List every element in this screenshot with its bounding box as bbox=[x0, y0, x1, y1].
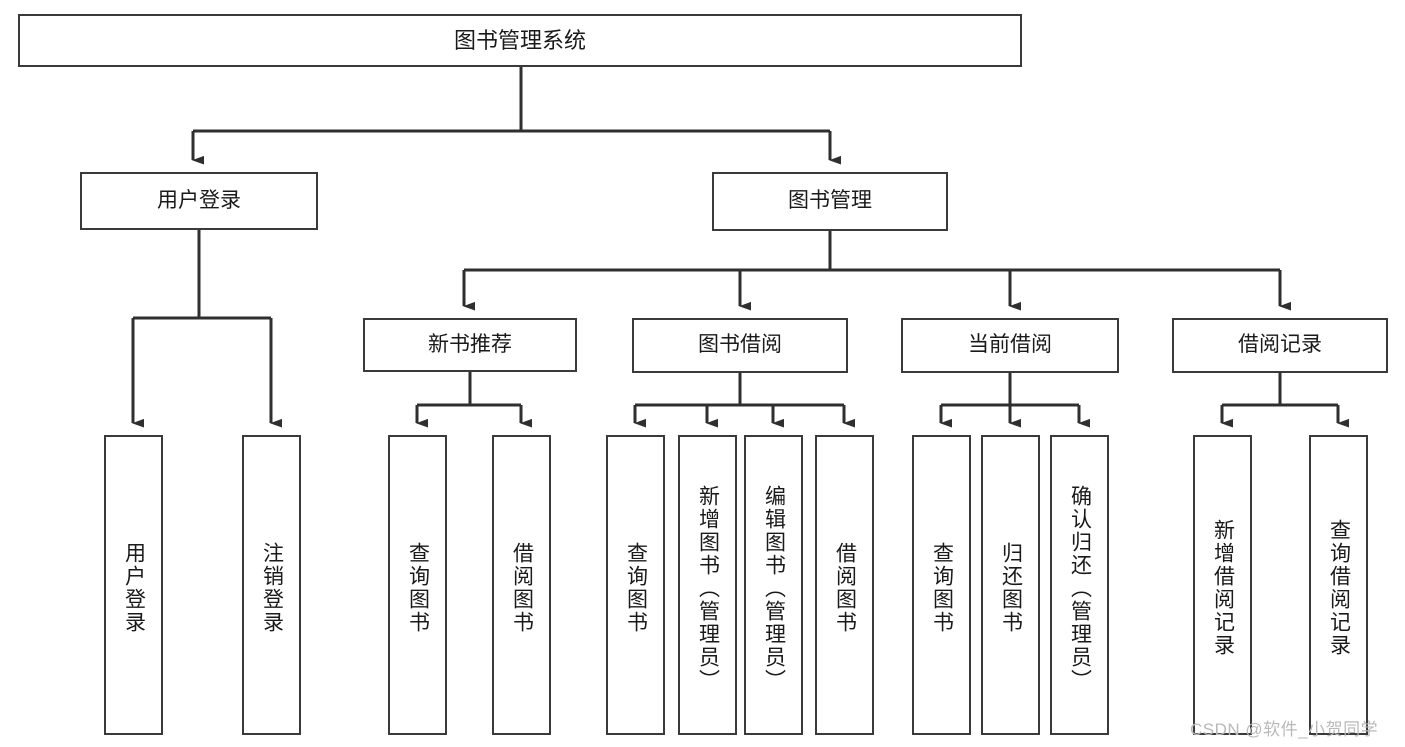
node-root-label: 图书管理系统 bbox=[453, 27, 586, 53]
node-book-borrow-label: 图书借阅 bbox=[698, 333, 782, 357]
node-leaf-borrow-book-1-label: 借阅图书 bbox=[510, 542, 534, 634]
node-borrow-record[interactable]: 借阅记录 bbox=[1172, 318, 1388, 373]
node-root[interactable]: 图书管理系统 bbox=[18, 14, 1022, 67]
node-leaf-borrow-book-2-label: 借阅图书 bbox=[833, 542, 857, 634]
node-leaf-add-record[interactable]: 新增借阅记录 bbox=[1193, 435, 1252, 735]
node-leaf-query-record[interactable]: 查询借阅记录 bbox=[1309, 435, 1368, 735]
node-leaf-confirm-return[interactable]: 确认归还（管理员） bbox=[1050, 435, 1109, 735]
node-leaf-query-record-label: 查询借阅记录 bbox=[1327, 519, 1351, 657]
node-leaf-return-book[interactable]: 归还图书 bbox=[981, 435, 1040, 735]
node-new-book-recommend-label: 新书推荐 bbox=[428, 332, 512, 356]
node-user-login[interactable]: 用户登录 bbox=[80, 172, 318, 230]
node-leaf-query-book-2[interactable]: 查询图书 bbox=[606, 435, 665, 735]
node-leaf-query-book-3-label: 查询图书 bbox=[930, 542, 954, 634]
node-book-manage[interactable]: 图书管理 bbox=[712, 172, 948, 231]
node-leaf-add-book[interactable]: 新增图书（管理员） bbox=[678, 435, 737, 735]
node-book-borrow[interactable]: 图书借阅 bbox=[632, 318, 848, 373]
node-leaf-query-book-2-label: 查询图书 bbox=[624, 542, 648, 634]
node-leaf-query-book-1[interactable]: 查询图书 bbox=[388, 435, 447, 735]
node-leaf-user-login-label: 用户登录 bbox=[122, 542, 146, 634]
node-leaf-query-book-3[interactable]: 查询图书 bbox=[912, 435, 971, 735]
node-user-login-label: 用户登录 bbox=[157, 188, 241, 212]
node-leaf-user-logout[interactable]: 注销登录 bbox=[242, 435, 301, 735]
node-leaf-confirm-return-label: 确认归还（管理员） bbox=[1068, 484, 1092, 692]
node-leaf-borrow-book-2[interactable]: 借阅图书 bbox=[815, 435, 874, 735]
csdn-watermark: CSDN @软件_小贺同学 bbox=[1190, 720, 1379, 739]
node-book-manage-label: 图书管理 bbox=[788, 189, 872, 213]
node-leaf-edit-book-label: 编辑图书（管理员） bbox=[762, 484, 786, 692]
node-current-borrow[interactable]: 当前借阅 bbox=[901, 318, 1119, 373]
node-leaf-edit-book[interactable]: 编辑图书（管理员） bbox=[744, 435, 803, 735]
node-leaf-add-book-label: 新增图书（管理员） bbox=[696, 484, 720, 692]
node-new-book-recommend[interactable]: 新书推荐 bbox=[363, 318, 577, 372]
node-leaf-add-record-label: 新增借阅记录 bbox=[1211, 519, 1235, 657]
node-leaf-borrow-book-1[interactable]: 借阅图书 bbox=[492, 435, 551, 735]
node-leaf-return-book-label: 归还图书 bbox=[999, 542, 1023, 634]
node-leaf-query-book-1-label: 查询图书 bbox=[406, 542, 430, 634]
node-borrow-record-label: 借阅记录 bbox=[1238, 333, 1322, 357]
node-leaf-user-login[interactable]: 用户登录 bbox=[104, 435, 163, 735]
node-leaf-user-logout-label: 注销登录 bbox=[260, 542, 284, 634]
node-current-borrow-label: 当前借阅 bbox=[968, 333, 1052, 357]
